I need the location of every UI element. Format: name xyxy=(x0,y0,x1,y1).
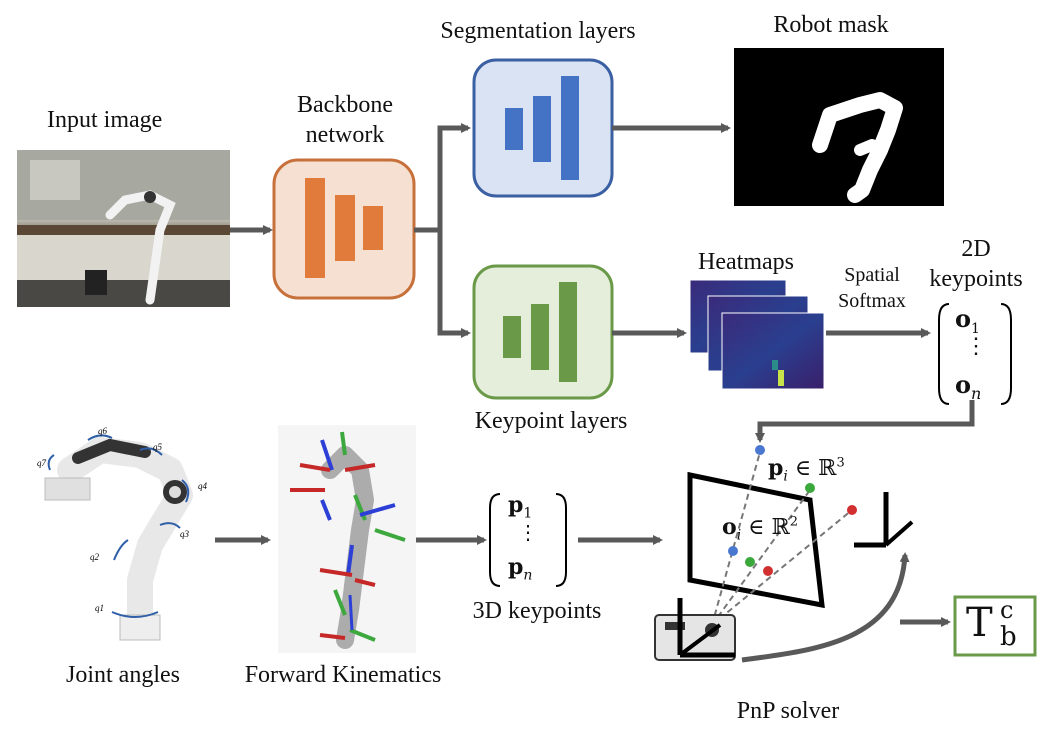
kp-bar-3 xyxy=(559,282,577,382)
softmax-label: Softmax xyxy=(838,290,906,312)
heatmaps-stack xyxy=(689,279,825,390)
oi-superscript: 2 xyxy=(789,514,799,530)
kp-bar-2 xyxy=(531,304,549,370)
T-subscript: b xyxy=(1000,622,1017,652)
input-image xyxy=(17,150,230,307)
backbone-label: Backbone xyxy=(297,92,393,118)
on-symbol: o xyxy=(955,370,972,399)
pi-symbol: p xyxy=(768,455,784,481)
robot-mask-image xyxy=(734,48,944,206)
backbone-bar-3 xyxy=(363,206,383,250)
robot-arm-joint-illustration xyxy=(44,434,193,641)
kp2d-label-line2: keypoints xyxy=(929,266,1023,292)
backbone-bar-1 xyxy=(305,178,325,278)
pn-subscript: n xyxy=(523,567,533,584)
oi-subscript: i xyxy=(736,527,742,544)
transform-box xyxy=(953,595,1037,657)
arrow-2d-to-pnp xyxy=(755,400,975,443)
transform-label: T c b xyxy=(966,596,1030,656)
kp3d-label: 3D keypoints xyxy=(472,598,602,624)
o1-symbol: o xyxy=(955,304,972,333)
seg-bar-1 xyxy=(505,108,523,150)
joint-angles-label: Joint angles xyxy=(66,662,180,688)
joint-label-q2: q2 xyxy=(90,552,100,562)
input-image-label: Input image xyxy=(47,107,163,133)
seg-bar-3 xyxy=(561,76,579,180)
keypoints-2d-vector: o1 ⋮ on xyxy=(935,300,1015,408)
pnp-diagram xyxy=(654,445,914,661)
pi-in: ∈ ℝ xyxy=(794,456,837,481)
pnp-solver-label: PnP solver xyxy=(736,698,840,724)
kp3d-brackets xyxy=(489,493,567,587)
joint-label-q6: q6 xyxy=(98,426,108,436)
pn-symbol: p xyxy=(508,554,524,580)
spatial-label: Spatial xyxy=(844,264,900,286)
arrow-backbone-to-kp xyxy=(437,230,471,338)
o1-subscript: 1 xyxy=(971,320,980,337)
oi-symbol: o xyxy=(722,514,737,540)
forward-kinematics-label: Forward Kinematics xyxy=(244,662,442,688)
keypoint-layers-label: Keypoint layers xyxy=(474,408,628,434)
oi-in: ∈ ℝ xyxy=(748,515,790,540)
T-symbol: T xyxy=(966,600,993,646)
kp2d-label-line1: 2D xyxy=(961,236,991,262)
joint-label-q1: q1 xyxy=(95,603,104,613)
network-label: network xyxy=(305,122,385,148)
joint-label-q4: q4 xyxy=(198,481,208,491)
oi-in-r2: oi ∈ ℝ2 xyxy=(722,514,798,543)
backbone-bar-2 xyxy=(335,195,355,261)
on-subscript: n xyxy=(971,383,982,403)
joint-label-q3: q3 xyxy=(180,529,190,539)
robot-mask-label: Robot mask xyxy=(773,12,889,38)
seg-bar-2 xyxy=(533,96,551,162)
kp-bar-1 xyxy=(503,316,521,358)
joint-label-q5: q5 xyxy=(153,442,163,452)
kp2d-vdots: ⋮ xyxy=(965,334,987,359)
forward-kinematics-illustration xyxy=(278,425,416,653)
joint-label-q7: q7 xyxy=(37,458,47,468)
heatmaps-label: Heatmaps xyxy=(698,249,794,275)
arrow-camera-to-frame xyxy=(741,552,910,663)
kp3d-vdots: ⋮ xyxy=(518,520,538,544)
kp2d-brackets xyxy=(938,303,1012,405)
segmentation-layers-label: Segmentation layers xyxy=(440,18,636,44)
p1-subscript: 1 xyxy=(523,505,533,522)
pi-superscript: 3 xyxy=(836,455,845,471)
p1-symbol: p xyxy=(508,492,524,518)
T-superscript: c xyxy=(1000,596,1014,624)
pi-in-r3: pi ∈ ℝ3 xyxy=(768,455,845,484)
pi-subscript: i xyxy=(783,468,788,485)
arrow-backbone-to-seg xyxy=(414,123,471,233)
keypoints-3d-vector: p1 ⋮ pn xyxy=(486,490,570,590)
